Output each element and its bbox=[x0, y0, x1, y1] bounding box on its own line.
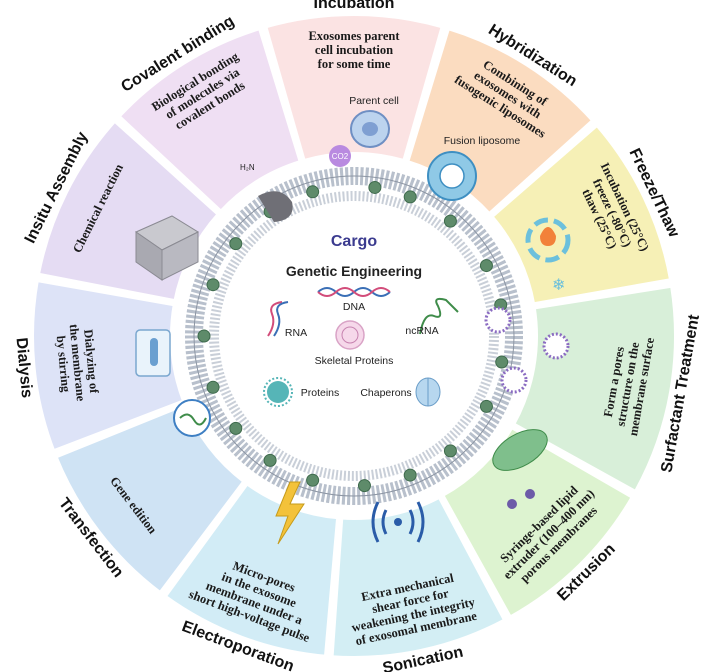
lightning-icon bbox=[275, 481, 305, 545]
membrane-bead bbox=[357, 479, 371, 493]
membrane-bead bbox=[443, 444, 457, 458]
membrane-bead bbox=[306, 185, 320, 199]
freeze-thaw-icon: ❄ bbox=[525, 217, 571, 294]
segment-electroporation bbox=[161, 480, 341, 659]
segment-extrusion bbox=[439, 424, 636, 621]
segment-desc-dialysis: Dialyzing ofthe membraneby stirring bbox=[53, 322, 102, 404]
co2-bubble: CO2 bbox=[329, 145, 351, 167]
sonication-icon bbox=[371, 501, 425, 543]
parent-cell-label: Parent cell bbox=[349, 95, 399, 107]
segment-desc-line: cell incubation bbox=[315, 43, 393, 57]
segment-title-incubation: Incubation bbox=[314, 0, 395, 12]
extruder-icon bbox=[492, 429, 548, 509]
ncrna-label: ncRNA bbox=[405, 325, 438, 337]
segment-desc-line: Exosomes parent bbox=[308, 29, 400, 43]
segment-transfection bbox=[52, 401, 248, 596]
segment-freeze-thaw bbox=[488, 121, 674, 307]
proteins-icon bbox=[263, 377, 293, 407]
parent-cell-icon bbox=[350, 110, 390, 148]
inner-membrane bbox=[209, 191, 499, 481]
membrane-bead bbox=[495, 355, 509, 369]
ncrna-icon bbox=[419, 297, 459, 335]
proteins-label: Proteins bbox=[301, 387, 340, 399]
genetic-engineering-label: Genetic Engineering bbox=[286, 263, 422, 279]
co2-label: CO2 bbox=[332, 152, 349, 161]
membrane-bead bbox=[197, 329, 211, 343]
svg-text:❄: ❄ bbox=[552, 277, 565, 294]
fusion-liposome-label: Fusion liposome bbox=[444, 135, 521, 147]
membrane-bead bbox=[206, 380, 220, 394]
outer-membrane-line bbox=[193, 175, 515, 497]
micelle-icon bbox=[484, 306, 570, 394]
fusion-liposome-icon bbox=[427, 151, 477, 201]
chaperons-icon bbox=[415, 377, 441, 407]
scaffold-icon bbox=[134, 215, 200, 281]
membrane-bead bbox=[306, 473, 320, 487]
transfection-icon bbox=[173, 399, 211, 437]
membrane-bead bbox=[263, 453, 277, 467]
membrane-bead bbox=[479, 259, 493, 273]
membrane-beads bbox=[197, 180, 509, 493]
rna-label: RNA bbox=[285, 327, 307, 339]
membrane-bead bbox=[229, 237, 243, 251]
segment-desc-line: for some time bbox=[318, 57, 391, 71]
segment-desc-line: by stirring bbox=[54, 335, 73, 393]
segment-title-dialysis: Dialysis bbox=[12, 337, 35, 399]
cargo-label: Cargo bbox=[331, 233, 377, 250]
membrane-bead bbox=[403, 190, 417, 204]
svg-text:H₂N: H₂N bbox=[240, 163, 255, 172]
membrane-bead bbox=[368, 180, 382, 194]
skeletal-proteins-icon bbox=[335, 320, 365, 350]
dna-icon bbox=[317, 287, 391, 297]
segment-dialysis bbox=[30, 277, 187, 454]
chaperons-label: Chaperons bbox=[360, 387, 411, 399]
dna-label: DNA bbox=[343, 301, 365, 313]
membrane-bead bbox=[479, 399, 493, 413]
beaker-icon bbox=[135, 329, 171, 377]
covalent-binding-icon: H₂N bbox=[240, 163, 293, 222]
membrane-bead bbox=[443, 214, 457, 228]
skeletal-proteins-label: Skeletal Proteins bbox=[315, 355, 394, 367]
membrane-bead bbox=[403, 468, 417, 482]
segment-desc-line: Dialyzing of bbox=[81, 329, 101, 395]
rna-icon bbox=[267, 301, 289, 337]
membrane-bead bbox=[206, 278, 220, 292]
segment-covalent bbox=[115, 25, 304, 215]
membrane-bead bbox=[229, 421, 243, 435]
